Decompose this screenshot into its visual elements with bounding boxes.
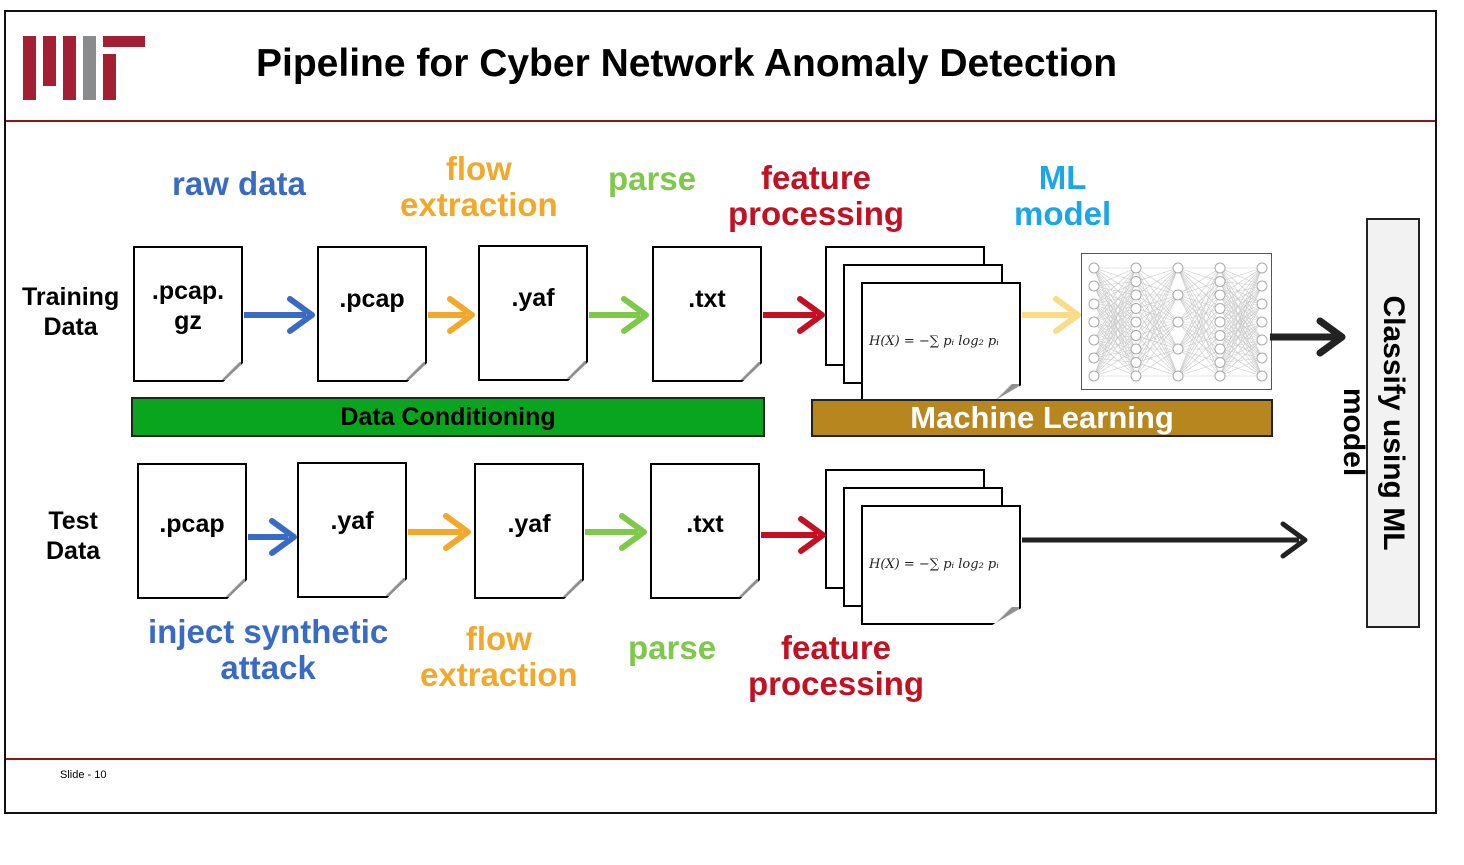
arrow-test-features-to-classify — [1022, 521, 1308, 559]
entropy-formula: H(X) = −∑ pᵢ log₂ pᵢ — [869, 334, 999, 349]
doc-test-yaf-injected: .yaf — [297, 462, 407, 598]
row-label-test-data: Test Data — [46, 507, 101, 565]
arrow-test-pcap-to-yaf — [248, 518, 297, 556]
feature-doc-front: H(X) = −∑ pᵢ log₂ pᵢ — [861, 282, 1021, 402]
header-rule — [6, 120, 1435, 122]
stage-label-inject-synthetic-attack: inject synthetic attack — [148, 613, 389, 687]
arrow-pcap-to-yaf — [428, 296, 475, 334]
footer-rule — [6, 758, 1435, 760]
arrow-test-txt-to-features — [761, 516, 826, 554]
test-entropy-formula: H(X) = −∑ pᵢ log₂ pᵢ — [869, 557, 999, 572]
arrow-test-yaf-to-txt — [585, 513, 647, 551]
data-conditioning-bar: Data Conditioning — [131, 397, 765, 437]
stage-label-flow-extraction: flow extraction — [400, 150, 558, 224]
classify-box: Classify using ML — [1366, 218, 1420, 628]
mit-logo-icon — [23, 36, 145, 100]
doc-label: .txt — [686, 510, 724, 538]
row-label-training-data: Training Data — [22, 283, 120, 341]
stage-label-test-feature-processing: feature processing — [748, 629, 925, 703]
arrow-features-to-model — [1022, 296, 1081, 334]
slide-number: Slide - 10 — [60, 769, 107, 781]
slide-title: Pipeline for Cyber Network Anomaly Detec… — [256, 42, 1118, 85]
stage-label-feature-processing: feature processing — [728, 159, 905, 233]
doc-txt: .txt — [652, 246, 762, 382]
neural-network-icon — [1088, 262, 1268, 382]
stage-label-raw-data: raw data — [172, 165, 306, 202]
doc-test-pcap: .pcap — [137, 463, 247, 599]
arrow-yaf-to-txt — [589, 296, 649, 334]
doc-label: .pcap — [159, 510, 225, 538]
doc-test-yaf: .yaf — [474, 463, 584, 599]
doc-pcap: .pcap — [317, 246, 427, 382]
stage-label-ml-model: ML model — [1014, 159, 1112, 233]
stage-label-test-flow-extraction: flow extraction — [420, 620, 578, 694]
doc-label: .yaf — [330, 507, 374, 535]
doc-label: .pcap. gz — [151, 277, 225, 335]
arrow-raw-to-pcap — [244, 296, 315, 334]
test-feature-doc-front: H(X) = −∑ pᵢ log₂ pᵢ — [861, 505, 1021, 625]
doc-test-txt: .txt — [650, 463, 760, 599]
neural-network-image — [1081, 253, 1272, 390]
arrow-txt-to-features — [763, 296, 825, 334]
stage-label-test-parse: parse — [628, 629, 717, 666]
doc-label: .yaf — [507, 510, 551, 538]
doc-label: .yaf — [511, 284, 555, 312]
arrow-test-yaf-to-yaf — [408, 513, 471, 551]
doc-label: .txt — [688, 285, 726, 313]
arrow-model-to-classify — [1270, 317, 1346, 357]
machine-learning-bar: Machine Learning — [811, 399, 1273, 437]
stage-label-parse: parse — [608, 160, 697, 197]
doc-pcap-gz: .pcap. gz — [133, 246, 243, 382]
doc-label: .pcap — [339, 285, 405, 313]
